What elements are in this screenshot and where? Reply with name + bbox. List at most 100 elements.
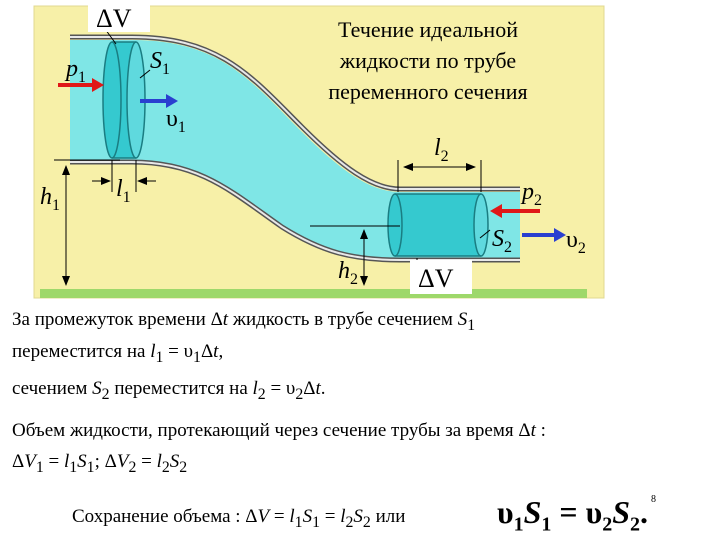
text-fragment: 1 <box>467 316 476 334</box>
volume-cylinder-1 <box>102 41 146 159</box>
text-line-6: Сохранение объема : ΔV = l1S1 = l2S2 или <box>72 505 405 535</box>
text-line-2: переместится на l1 = υ1Δt, <box>12 340 223 370</box>
text-fragment: жидкость в трубе сечением <box>228 309 458 330</box>
text-fragment: = υ <box>265 378 296 399</box>
text-fragment: 2 <box>295 385 304 403</box>
diagram-title-line-2: жидкости по трубе <box>339 48 516 73</box>
text-line-3: сечением S2 переместится на l2 = υ2Δt. <box>12 377 326 407</box>
text-line-5: ΔV1 = l1S1; ΔV2 = l2S2 <box>12 450 187 480</box>
text-fragment: V <box>257 506 270 527</box>
diagram-title-line-1: Течение идеальной <box>338 17 518 42</box>
h2-label: h2 <box>338 258 358 288</box>
s2-label: S2 <box>492 226 512 256</box>
p1-label: p1 <box>64 56 86 86</box>
text-fragment: S <box>353 506 363 527</box>
text-fragment: : <box>535 420 546 441</box>
text-fragment: переместится на <box>109 378 253 399</box>
velocity-arrow-2 <box>522 228 566 242</box>
text-fragment: S <box>523 494 542 530</box>
text-fragment: V <box>116 451 129 472</box>
text-fragment: За промежуток времени Δ <box>12 309 223 330</box>
l2-dimension <box>397 160 482 192</box>
ground-strip <box>40 289 587 298</box>
text-fragment: Δ <box>200 341 214 362</box>
text-fragment: , <box>218 341 224 362</box>
text-fragment: l <box>252 378 258 399</box>
pipe-top-wall-inner <box>70 36 520 190</box>
text-fragment: = υ <box>551 494 603 530</box>
text-fragment: = <box>319 506 341 527</box>
text-fragment: S <box>457 309 468 330</box>
page-number: 8 <box>651 494 656 505</box>
pipe-flow-diagram: ΔV Течение идеальной жидкости по трубе п… <box>33 4 605 299</box>
s2-leader <box>479 229 491 239</box>
text-fragment: = <box>43 451 64 472</box>
text-fragment: 2 <box>630 513 641 536</box>
dv-top-label: ΔV <box>96 4 132 33</box>
h1-marker <box>54 159 120 286</box>
text-fragment: V <box>24 451 36 472</box>
text-fragment: = <box>269 506 290 527</box>
text-fragment: l <box>340 506 346 527</box>
dv-bottom-label-box <box>410 260 472 294</box>
text-fragment: 2 <box>101 385 110 403</box>
volume-cylinder-2 <box>387 193 489 257</box>
text-fragment: Δ <box>303 378 316 399</box>
text-fragment: . <box>320 378 326 399</box>
text-fragment: Δ <box>12 451 25 472</box>
v2-label: υ2 <box>566 227 586 257</box>
l2-label: l2 <box>434 135 449 165</box>
text-fragment: Сохранение объема : Δ <box>72 506 258 527</box>
text-fragment: 1 <box>312 513 320 531</box>
text-fragment: S <box>77 451 87 472</box>
v1-label: υ1 <box>166 106 186 136</box>
text-fragment: 2 <box>161 458 170 476</box>
text-fragment: S <box>169 451 180 472</box>
pressure-arrow-2 <box>490 204 540 218</box>
text-fragment: 2 <box>257 385 266 403</box>
text-fragment: 1 <box>513 513 524 536</box>
text-fragment: t <box>315 378 321 399</box>
text-fragment: 2 <box>602 513 613 536</box>
text-fragment: или <box>370 506 406 527</box>
text-fragment: l <box>63 451 70 472</box>
text-fragment: = <box>136 451 157 472</box>
text-fragment: l <box>289 506 295 527</box>
text-fragment: υ <box>497 494 514 530</box>
text-fragment: 1 <box>294 513 303 531</box>
dv-bottom-label: ΔV <box>418 264 454 293</box>
pressure-arrow-1 <box>58 78 104 92</box>
text-fragment: . <box>640 494 649 530</box>
text-fragment: t <box>222 309 229 330</box>
text-fragment: 2 <box>179 458 188 476</box>
text-fragment: 1 <box>193 348 201 366</box>
text-fragment: S <box>302 506 313 527</box>
l1-dimension <box>92 160 156 192</box>
text-fragment: l <box>156 451 162 472</box>
text-fragment: 1 <box>155 348 164 366</box>
p2-label: p2 <box>520 179 542 209</box>
text-fragment: 1 <box>69 458 78 476</box>
velocity-arrow-1 <box>140 94 178 108</box>
text-fragment: 1 <box>541 513 552 536</box>
text-fragment: t <box>530 420 536 441</box>
text-fragment: l <box>150 341 156 362</box>
text-fragment: ; Δ <box>94 451 117 472</box>
text-fragment: 1 <box>86 458 95 476</box>
text-fragment: 2 <box>128 458 137 476</box>
dv-top-label-box <box>88 4 150 32</box>
h2-marker <box>310 225 400 286</box>
text-fragment: S <box>92 378 102 399</box>
text-fragment: переместится на <box>12 341 151 362</box>
h1-label: h1 <box>40 184 60 214</box>
text-line-4: Объем жидкости, протекающий через сечени… <box>12 419 546 443</box>
text-fragment: Объем жидкости, протекающий через сечени… <box>12 420 531 441</box>
diagram-title-line-3: переменного сечения <box>328 79 527 104</box>
text-fragment: сечением <box>12 378 93 399</box>
continuity-equation: υ1S1 = υ2S2. <box>497 494 648 536</box>
text-fragment: 2 <box>362 513 371 531</box>
text-fragment: t <box>213 341 219 362</box>
text-fragment: = υ <box>163 341 194 362</box>
s1-leader <box>139 69 151 79</box>
text-line-1: За промежуток времени Δt жидкость в труб… <box>12 308 475 338</box>
